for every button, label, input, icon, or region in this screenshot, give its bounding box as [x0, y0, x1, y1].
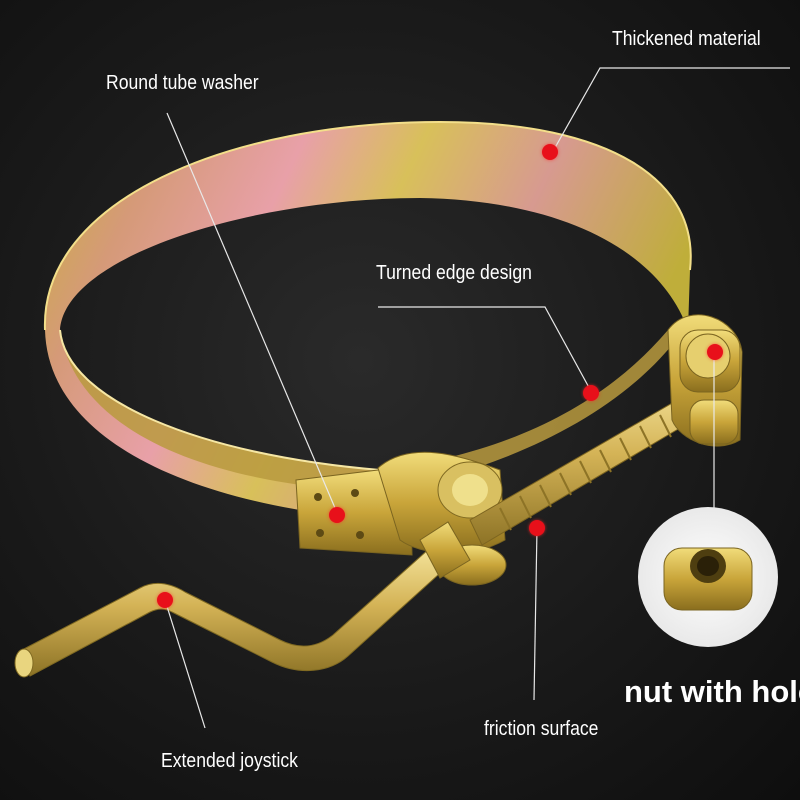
joystick-marker: [157, 592, 173, 608]
friction-surface-marker: [529, 520, 545, 536]
label-turned-edge-design: Turned edge design: [376, 262, 532, 284]
label-nut-with-hole: nut with hole: [624, 674, 800, 709]
nut-marker: [707, 344, 723, 360]
label-extended-joystick: Extended joystick: [161, 750, 298, 772]
thickened-material-marker: [542, 144, 558, 160]
round-tube-washer-marker: [329, 507, 345, 523]
label-thickened-material: Thickened material: [612, 28, 761, 50]
turned-edge-marker: [583, 385, 599, 401]
label-round-tube-washer: Round tube washer: [106, 72, 259, 94]
label-friction-surface: friction surface: [484, 718, 599, 740]
